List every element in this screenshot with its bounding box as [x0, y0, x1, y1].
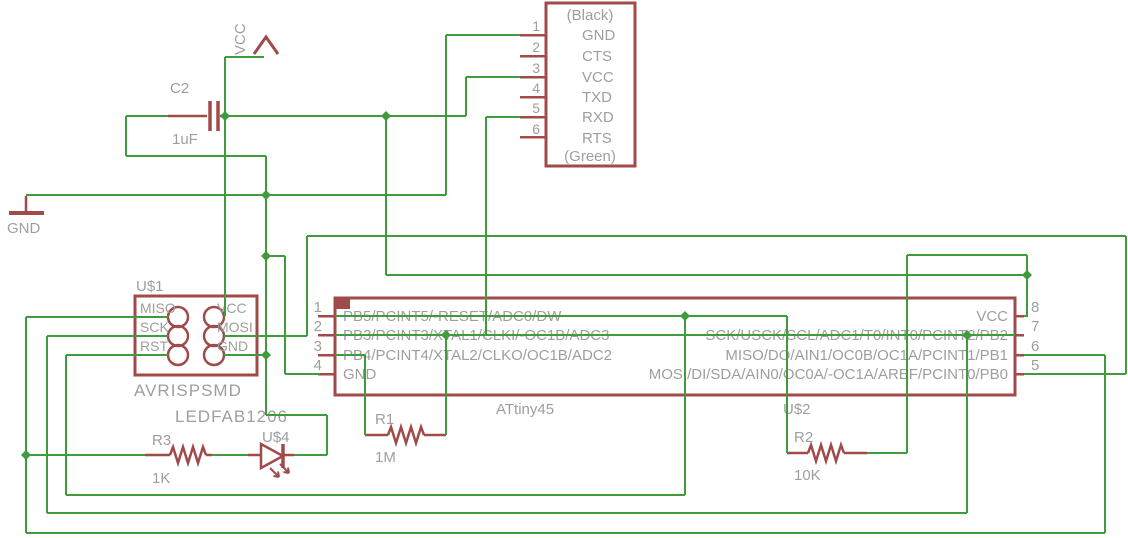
serial-pin-4-number: 4 [532, 80, 540, 96]
u1-value: AVRISPSMD [134, 381, 242, 400]
gnd-symbol-label: GND [7, 220, 41, 237]
mcu-pin-4-label: GND [343, 366, 377, 383]
mcu-outline[interactable] [333, 296, 1017, 397]
mcu-value: ATtiny45 [496, 401, 554, 418]
r3-name: R3 [152, 432, 171, 449]
c2-name: C2 [170, 80, 189, 97]
r3-value: 1K [152, 470, 170, 487]
wire-junction[interactable] [261, 251, 271, 261]
u1-pad-sck[interactable] [166, 324, 190, 348]
mcu-name: U$2 [783, 401, 811, 418]
led-value: LEDFAB1206 [175, 407, 288, 426]
junctions-layer [21, 111, 1032, 460]
mcu-pin-8-label: VCC [976, 308, 1008, 325]
u1-pad-rst[interactable] [166, 343, 190, 367]
vcc-symbol-label: VCC [232, 23, 249, 55]
led-emission-arrow-1 [269, 467, 280, 478]
mcu-pin-3-label: PB4/PCINT4/XTAL2/CLKO/OC1B/ADC2 [343, 347, 612, 364]
u1-name: U$1 [136, 278, 164, 295]
led-emission-arrow-2 [279, 463, 290, 474]
resistor-r2-symbol[interactable] [787, 440, 867, 466]
serial-pin-5-name: RXD [582, 109, 614, 126]
serial-pin-1-number: 1 [532, 18, 540, 34]
wire-junction[interactable] [21, 450, 31, 460]
mcu-pin-4-number: 4 [314, 357, 322, 374]
r3-zigzag[interactable] [168, 442, 208, 468]
serial-pin-3-number: 3 [532, 60, 540, 76]
mcu-pin-6-number: 6 [1031, 338, 1039, 355]
serial-pin-4-name: TXD [582, 89, 612, 106]
serial-pin-2-number: 2 [532, 39, 540, 55]
u1-pin-mosi-label: MOSI [217, 319, 253, 335]
u1-pin-sck-label: SCK [140, 319, 169, 335]
serial-top-label: (Black) [567, 7, 614, 24]
mcu-pin1-marker [336, 299, 350, 309]
vcc-arrow-icon[interactable] [252, 34, 280, 55]
wire-junction[interactable] [381, 111, 391, 121]
r2-name: R2 [794, 429, 813, 446]
serial-connector-outline[interactable] [544, 1, 637, 168]
r1-name: R1 [375, 411, 394, 428]
wire-junction[interactable] [261, 190, 271, 200]
u1-pin-gnd-label: GND [217, 338, 248, 354]
u1-pin-miso-label: MISO [140, 300, 176, 316]
led-u4-symbol[interactable] [248, 441, 294, 478]
capacitor-c2-symbol[interactable] [168, 101, 226, 131]
wire-junction[interactable] [261, 350, 271, 360]
labels-layer: (Black) (Green) 1 2 3 4 5 6 GND CTS VCC … [7, 7, 1039, 487]
serial-pin-2-name: CTS [582, 48, 612, 65]
u1-pin-vcc-label: VCC [217, 300, 247, 316]
gnd-symbol[interactable] [9, 196, 44, 215]
mcu-pin-5-number: 5 [1031, 357, 1039, 374]
r1-zigzag[interactable] [386, 422, 426, 448]
wire-junction[interactable] [680, 311, 690, 321]
serial-pin-3-name: VCC [582, 69, 614, 86]
mcu-pin-8-number: 8 [1031, 299, 1039, 316]
r2-zigzag[interactable] [806, 440, 846, 466]
u1-pin-rst-label: RST [140, 338, 168, 354]
wires-layer [25, 34, 1127, 534]
wire-junction[interactable] [220, 111, 230, 121]
serial-bottom-label: (Green) [564, 148, 616, 165]
mcu-pin-5-label: MOSI/DI/SDA/AIN0/OC0A/-OC1A/AREF/PCINT0/… [649, 366, 1008, 383]
wire-junction[interactable] [1022, 270, 1032, 280]
serial-pin-6-name: RTS [582, 130, 612, 147]
led-triangle[interactable] [259, 441, 286, 471]
wire-junction[interactable] [962, 330, 972, 340]
serial-pin-1-name: GND [582, 27, 616, 44]
mcu-pin-7-number: 7 [1031, 318, 1039, 335]
mcu-pin-6-label: MISO/DO/AIN1/OC0B/OC1A/PCINT1/PB1 [725, 347, 1008, 364]
r2-value: 10K [794, 467, 821, 484]
r1-value: 1M [375, 449, 396, 466]
led-name: U$4 [262, 429, 290, 446]
c2-value: 1uF [172, 131, 198, 148]
serial-connector-symbol[interactable] [520, 1, 637, 168]
mcu-pin-3-number: 3 [314, 338, 322, 355]
serial-pin-5-number: 5 [532, 100, 540, 116]
serial-pin-6-number: 6 [532, 121, 540, 137]
mcu-pin-2-number: 2 [314, 318, 322, 335]
mcu-pin-1-number: 1 [314, 299, 322, 316]
wire-junction[interactable] [441, 330, 451, 340]
resistor-r3-symbol[interactable] [145, 442, 212, 468]
vcc-symbol[interactable] [252, 34, 280, 55]
mcu-attiny45-symbol[interactable] [318, 296, 1024, 397]
resistor-r1-symbol[interactable] [365, 422, 446, 448]
